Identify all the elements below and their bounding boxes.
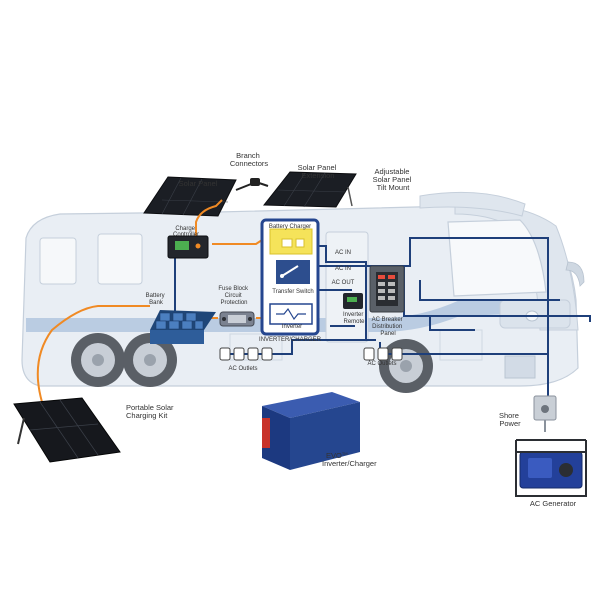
- shore-power: [533, 395, 557, 432]
- label-solar-panel: Solar Panel: [179, 179, 218, 188]
- label-battery-charger: Battery Charger: [269, 224, 311, 230]
- label-ac-generator: AC Generator: [530, 499, 577, 508]
- rv-vent: [504, 355, 536, 379]
- evo-inverter-charger: [262, 392, 360, 470]
- label-inverter: Inverter: [282, 324, 302, 330]
- label-inverter-charger: INVERTER/CHARGER: [259, 337, 322, 343]
- rv-mirror: [565, 261, 585, 287]
- rv-door: [325, 231, 369, 343]
- rv-roof-cap: [419, 191, 526, 217]
- solar-panel-2: [262, 171, 357, 208]
- label-portable-solar: Portable Solar Charging Kit: [126, 403, 176, 420]
- label-charge-controller: Charge Controller: [173, 226, 199, 238]
- diagram-labels: Branch Connectors Solar Panel Solar Pane…: [126, 151, 577, 508]
- dc-wiring: [36, 199, 264, 403]
- rv-wheel-rear-1: [71, 333, 125, 387]
- label-evo-sub: Inverter/Charger: [322, 459, 377, 468]
- portable-solar-kit: [13, 397, 121, 463]
- label-ac-out: AC OUT: [332, 280, 355, 286]
- branch-connector-icon: [235, 178, 269, 191]
- ac-generator: [515, 439, 587, 497]
- tilt-mount-icon: [347, 186, 353, 207]
- label-ac-outlets-right: AC Outlets: [367, 361, 396, 367]
- ac-outlets-left: [219, 347, 273, 361]
- rv-wheel-rear-2: [123, 333, 177, 387]
- rv-window: [97, 233, 143, 285]
- label-ac-breaker: AC Breaker Distribution Panel: [372, 317, 405, 337]
- ac-breaker-panel: [369, 265, 405, 313]
- inverter-remote: [343, 293, 363, 309]
- inverter-charger-unit: [260, 218, 320, 336]
- label-branch-connectors: Branch Connectors: [230, 151, 269, 168]
- label-solar-panel-extension: Solar Panel Extension: [298, 163, 339, 180]
- fuse-block: [219, 311, 255, 327]
- label-inverter-remote: Inverter Remote: [343, 312, 365, 325]
- battery-bank: [150, 310, 216, 344]
- label-transfer-switch: Transfer Switch: [272, 289, 313, 295]
- ac-outlets-right: [363, 347, 403, 361]
- label-ac-in-1: AC IN: [335, 250, 351, 256]
- label-ac-in-2: AC IN: [335, 266, 351, 272]
- label-fuse-block: Fuse Block Circuit Protection: [218, 286, 249, 306]
- charge-controller: [167, 235, 209, 259]
- label-adjustable-mount: Adjustable Solar Panel Tilt Mount: [373, 167, 414, 192]
- rv-window: [39, 237, 77, 285]
- label-ac-outlets-left: AC Outlets: [228, 366, 257, 372]
- label-shore-power: Shore Power: [499, 411, 521, 428]
- transfer-switch-module: [276, 260, 310, 284]
- label-battery-bank: Battery Bank: [146, 293, 167, 306]
- label-evo: EVOTM: [326, 451, 348, 460]
